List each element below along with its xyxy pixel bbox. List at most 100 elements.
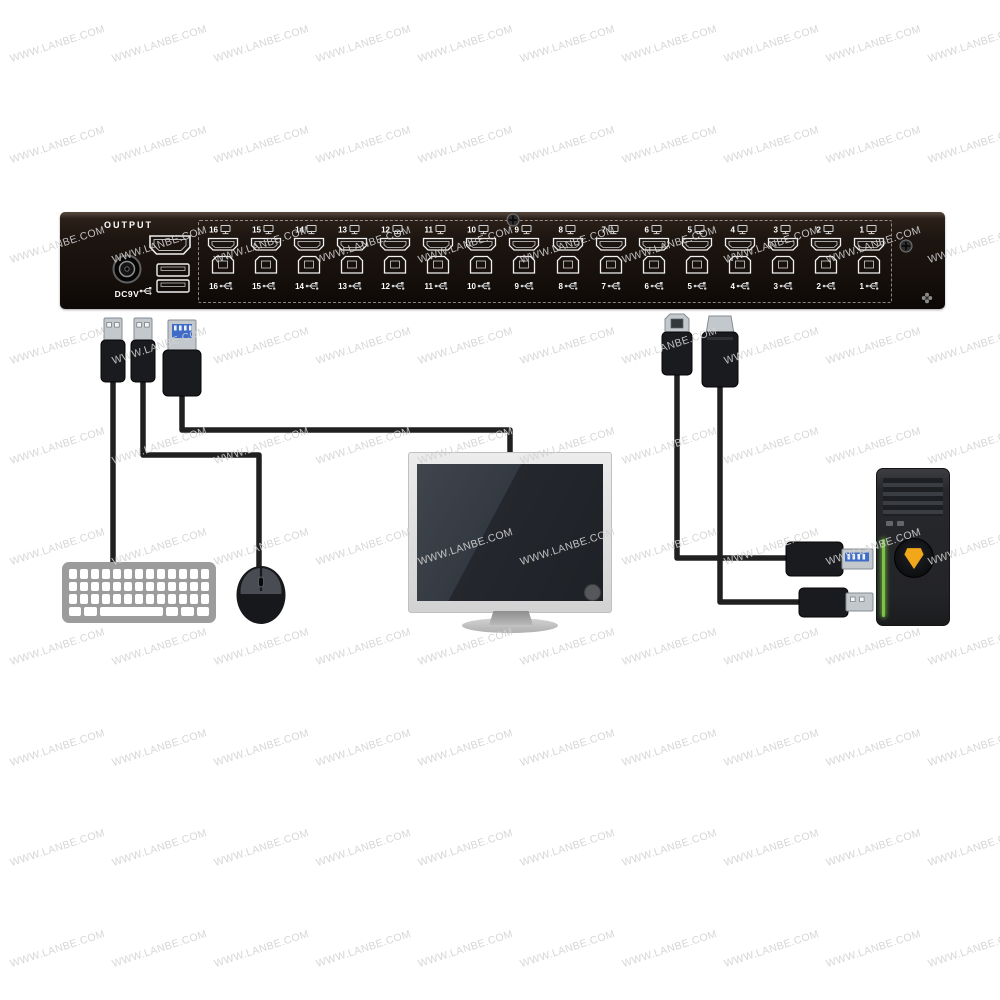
screw-icon: [506, 213, 520, 227]
monitor-icon: [608, 225, 619, 235]
usb-icon: [737, 282, 749, 290]
keyboard-key: [157, 594, 165, 604]
port-number-label: 7: [601, 226, 606, 235]
hdmi-port: [423, 237, 454, 251]
output-label: OUTPUT: [104, 220, 153, 230]
console-hdmi-port: [149, 235, 191, 255]
dc-power-jack: [112, 254, 142, 284]
keyboard-key: [179, 569, 187, 579]
port-number-label: 11: [425, 282, 434, 291]
keyboard-key: [91, 581, 99, 591]
hdmi-port: [724, 237, 755, 251]
port-number-label: 3: [773, 282, 778, 291]
keyboard-usb-plug: [100, 317, 126, 383]
keyboard-key: [168, 594, 176, 604]
port-number-label: 4: [730, 282, 735, 291]
keyboard-key: [124, 581, 132, 591]
mouse-usb-plug: [130, 317, 156, 383]
port-group: 4 4: [724, 225, 755, 291]
port-group: 3 3: [767, 225, 798, 291]
monitor-icon: [694, 225, 705, 235]
keyboard-key: [196, 606, 209, 616]
usb-icon: [264, 282, 275, 290]
monitor-icon: [780, 225, 791, 235]
pc-tower: [876, 468, 950, 626]
port-number-label: 5: [687, 282, 692, 291]
hdmi-port: [595, 237, 626, 251]
tower-button: [897, 521, 904, 526]
keyboard-key: [102, 594, 110, 604]
mouse-cable: [140, 355, 262, 580]
usb-b-port: [384, 255, 407, 274]
port-number-label: 13: [338, 282, 347, 291]
usb-icon: [479, 282, 490, 290]
port-number-label: 9: [515, 282, 520, 291]
usb-b-port: [814, 255, 838, 274]
keyboard-key: [179, 581, 187, 591]
port-number-label: 14: [295, 226, 304, 235]
tower-led-strip: [882, 539, 885, 617]
keyboard-key: [135, 569, 143, 579]
usb-b-port: [556, 255, 579, 274]
ports-dashed-outline: [198, 220, 892, 303]
keyboard-key: [113, 581, 121, 591]
port-number-label: 12: [381, 282, 390, 291]
port-group: 13 13: [337, 225, 368, 291]
mouse: [236, 566, 286, 624]
keyboard-key: [102, 569, 110, 579]
monitor-icon: [220, 225, 231, 235]
console-usb-ports: [156, 263, 190, 293]
port-group: 16 16: [207, 225, 239, 291]
monitor-icon: [866, 225, 877, 235]
port-group: 15 15: [250, 225, 282, 291]
computer-hdmi-plug: [701, 315, 739, 388]
tower-logo-disc: [894, 538, 934, 578]
hdmi-port: [466, 237, 497, 251]
vent-icon: [921, 292, 933, 304]
hdmi-port: [337, 237, 368, 251]
port-number-label: 6: [644, 226, 649, 235]
monitor-icon: [823, 225, 834, 235]
port-number-label: 8: [558, 282, 563, 291]
hdmi-port: [767, 237, 798, 251]
keyboard-key: [181, 606, 194, 616]
monitor-stand-neck: [489, 611, 533, 625]
keyboard-key: [135, 594, 143, 604]
port-number-label: 16: [209, 226, 218, 235]
computer-hdmi-cable: [717, 355, 812, 605]
port-number-label: 12: [381, 226, 390, 235]
tower-drive-bays: [883, 478, 943, 516]
tower-usb3-plug: [785, 541, 874, 577]
usb-b-port: [599, 255, 622, 274]
keyboard-key: [80, 569, 88, 579]
usb-icon: [780, 282, 792, 290]
kvm-switch-rear-panel: OUTPUT DC9V 16 16: [60, 212, 945, 309]
port-number-label: 4: [730, 226, 735, 235]
keyboard-key: [146, 581, 154, 591]
keyboard-key: [157, 569, 165, 579]
keyboard-key: [166, 606, 179, 616]
keyboard-key: [190, 594, 198, 604]
hdmi-port: [380, 237, 411, 251]
keyboard-key: [157, 581, 165, 591]
port-group: 1 1: [853, 225, 885, 291]
keyboard-key: [91, 594, 99, 604]
usb-icon: [139, 287, 152, 295]
hdmi-port: [250, 237, 282, 251]
port-number-label: 9: [515, 226, 520, 235]
usb-icon: [221, 282, 232, 290]
hdmi-port: [681, 237, 712, 251]
port-number-label: 15: [252, 282, 261, 291]
port-number-label: 8: [558, 226, 563, 235]
port-group: 12 12: [380, 225, 411, 291]
usb-b-port: [341, 255, 364, 274]
port-group: 2 2: [810, 225, 842, 291]
port-group: 14 14: [293, 225, 325, 291]
port-number-label: 1: [859, 226, 864, 235]
port-number-label: 5: [687, 226, 692, 235]
computer-usb-b-plug: [661, 313, 693, 376]
port-group: 11 11: [423, 225, 454, 291]
monitor-icon: [435, 225, 446, 235]
monitor-icon: [521, 225, 532, 235]
